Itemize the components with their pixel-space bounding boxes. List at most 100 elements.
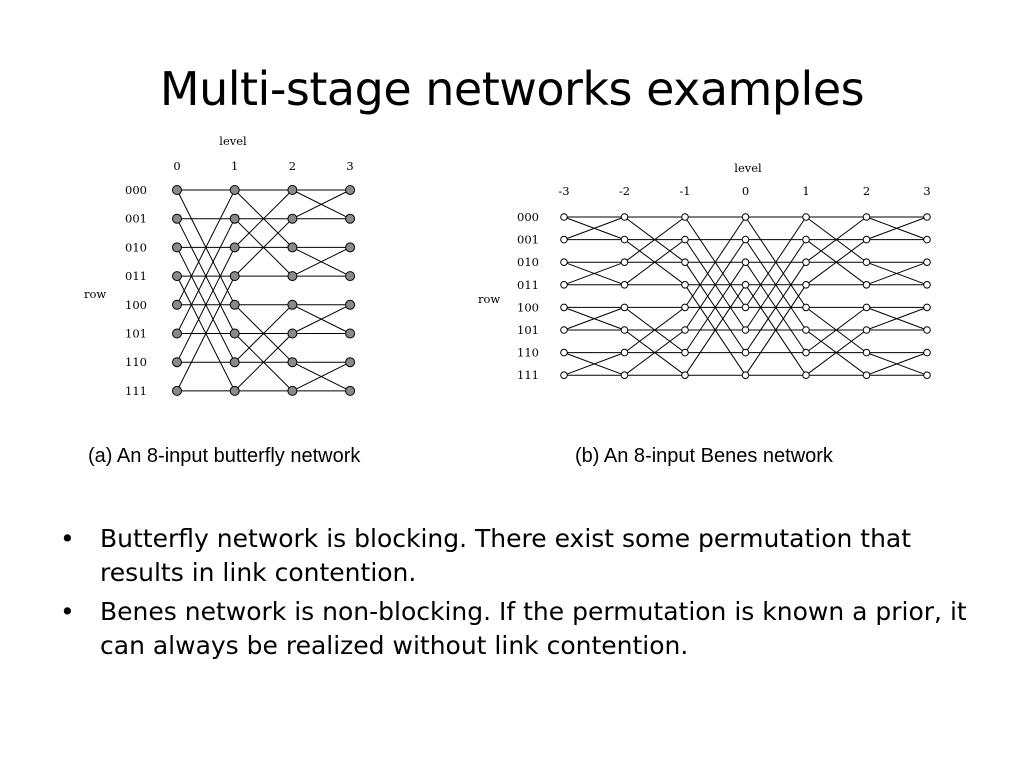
bf-row-label: 001 xyxy=(125,212,147,226)
bf-link-cross xyxy=(176,189,236,306)
bn-link-cross xyxy=(745,216,807,308)
bn-row-label: 110 xyxy=(517,346,539,360)
bn-link-cross xyxy=(805,306,867,354)
bn-link-cross xyxy=(563,261,625,286)
bn-switch-node xyxy=(620,326,629,334)
bn-switch-node xyxy=(681,371,689,379)
bn-switch-node xyxy=(681,303,689,312)
bn-switch-node xyxy=(862,348,871,357)
bf-level-label: 3 xyxy=(346,159,353,173)
bn-switch-node xyxy=(862,258,871,266)
benes-row-title: row xyxy=(478,292,500,306)
bf-link-cross xyxy=(234,304,293,363)
bn-switch-node xyxy=(923,303,931,312)
bf-row-label: 100 xyxy=(125,298,147,312)
bn-link-cross xyxy=(684,261,746,353)
bn-link-cross xyxy=(866,306,928,331)
bn-switch-node xyxy=(681,326,689,334)
bf-switch-node xyxy=(287,213,298,224)
bf-row-label: 111 xyxy=(125,384,147,398)
bn-link-cross xyxy=(684,239,746,331)
bn-row-label: 011 xyxy=(517,278,539,292)
bn-link-cross xyxy=(684,284,746,376)
bf-switch-node xyxy=(345,357,356,368)
bn-link-cross xyxy=(745,284,807,376)
bullet-list: Butterfly network is blocking. There exi… xyxy=(60,522,990,668)
bn-switch-node xyxy=(560,371,568,379)
bn-level-label: -1 xyxy=(679,184,690,198)
bf-switch-node xyxy=(172,185,182,195)
bn-switch-node xyxy=(923,348,931,357)
bf-switch-node xyxy=(229,299,240,310)
bf-row-label: 110 xyxy=(125,355,147,369)
bf-switch-node xyxy=(345,271,356,282)
bf-switch-node xyxy=(172,271,182,282)
bf-switch-node xyxy=(172,385,182,396)
butterfly-switches xyxy=(172,185,356,396)
bn-switch-node xyxy=(802,326,810,334)
bn-switch-node xyxy=(862,235,871,244)
butterfly-row-title: row xyxy=(84,287,106,301)
bn-switch-node xyxy=(681,281,689,289)
bf-switch-node xyxy=(345,242,356,253)
bf-switch-node xyxy=(172,328,182,339)
bf-link-cross xyxy=(234,333,293,392)
bf-switch-node xyxy=(287,328,298,339)
bn-switch-node xyxy=(741,235,750,244)
bn-link-cross xyxy=(624,239,686,286)
bn-switch-node xyxy=(802,303,810,312)
bf-switch-node xyxy=(229,328,240,339)
bn-switch-node xyxy=(923,371,931,379)
bn-link-cross xyxy=(805,329,867,376)
bf-level-label: 2 xyxy=(289,159,296,173)
bn-switch-node xyxy=(560,213,568,221)
bf-switch-node xyxy=(229,385,240,396)
bf-switch-node xyxy=(229,185,240,195)
bf-switch-node xyxy=(345,328,356,339)
bf-row-label: 010 xyxy=(125,240,147,254)
bn-level-label: -2 xyxy=(619,184,630,198)
bf-link-cross xyxy=(234,189,293,248)
bf-row-label: 000 xyxy=(125,183,147,197)
bn-switch-node xyxy=(681,235,689,244)
bf-level-label: 1 xyxy=(231,159,238,173)
bn-link-cross xyxy=(866,261,928,286)
bn-switch-node xyxy=(741,281,750,289)
bn-switch-node xyxy=(741,258,750,266)
bn-switch-node xyxy=(862,326,871,334)
bn-level-label: -3 xyxy=(558,184,569,198)
bn-switch-node xyxy=(620,258,629,266)
bf-switch-node xyxy=(229,271,240,282)
butterfly-links xyxy=(176,189,351,392)
bn-switch-node xyxy=(560,281,568,289)
bn-link-cross xyxy=(624,216,686,263)
benes-caption: (b) An 8-input Benes network xyxy=(575,445,833,467)
bn-switch-node xyxy=(802,371,810,379)
bn-switch-node xyxy=(802,258,810,266)
bf-row-label: 011 xyxy=(125,269,147,283)
bn-switch-node xyxy=(560,348,568,357)
butterfly-level-title: level xyxy=(219,134,247,148)
bn-switch-node xyxy=(560,303,568,312)
bn-switch-node xyxy=(560,326,568,334)
bf-link-cross xyxy=(292,189,351,220)
bn-switch-node xyxy=(802,348,810,357)
bn-switch-node xyxy=(560,235,568,244)
bn-switch-node xyxy=(802,235,810,244)
bn-level-label: 2 xyxy=(863,184,870,198)
bn-row-label: 001 xyxy=(517,233,539,247)
bf-switch-node xyxy=(287,357,298,368)
bf-switch-node xyxy=(287,185,298,195)
bn-row-label: 000 xyxy=(517,210,539,224)
bf-switch-node xyxy=(287,299,298,310)
bn-switch-node xyxy=(802,281,810,289)
bullet-item: Butterfly network is blocking. There exi… xyxy=(60,522,990,590)
bn-link-cross xyxy=(563,216,625,241)
bf-switch-node xyxy=(287,271,298,282)
bn-link-cross xyxy=(624,306,686,354)
bn-link-cross xyxy=(805,239,867,286)
